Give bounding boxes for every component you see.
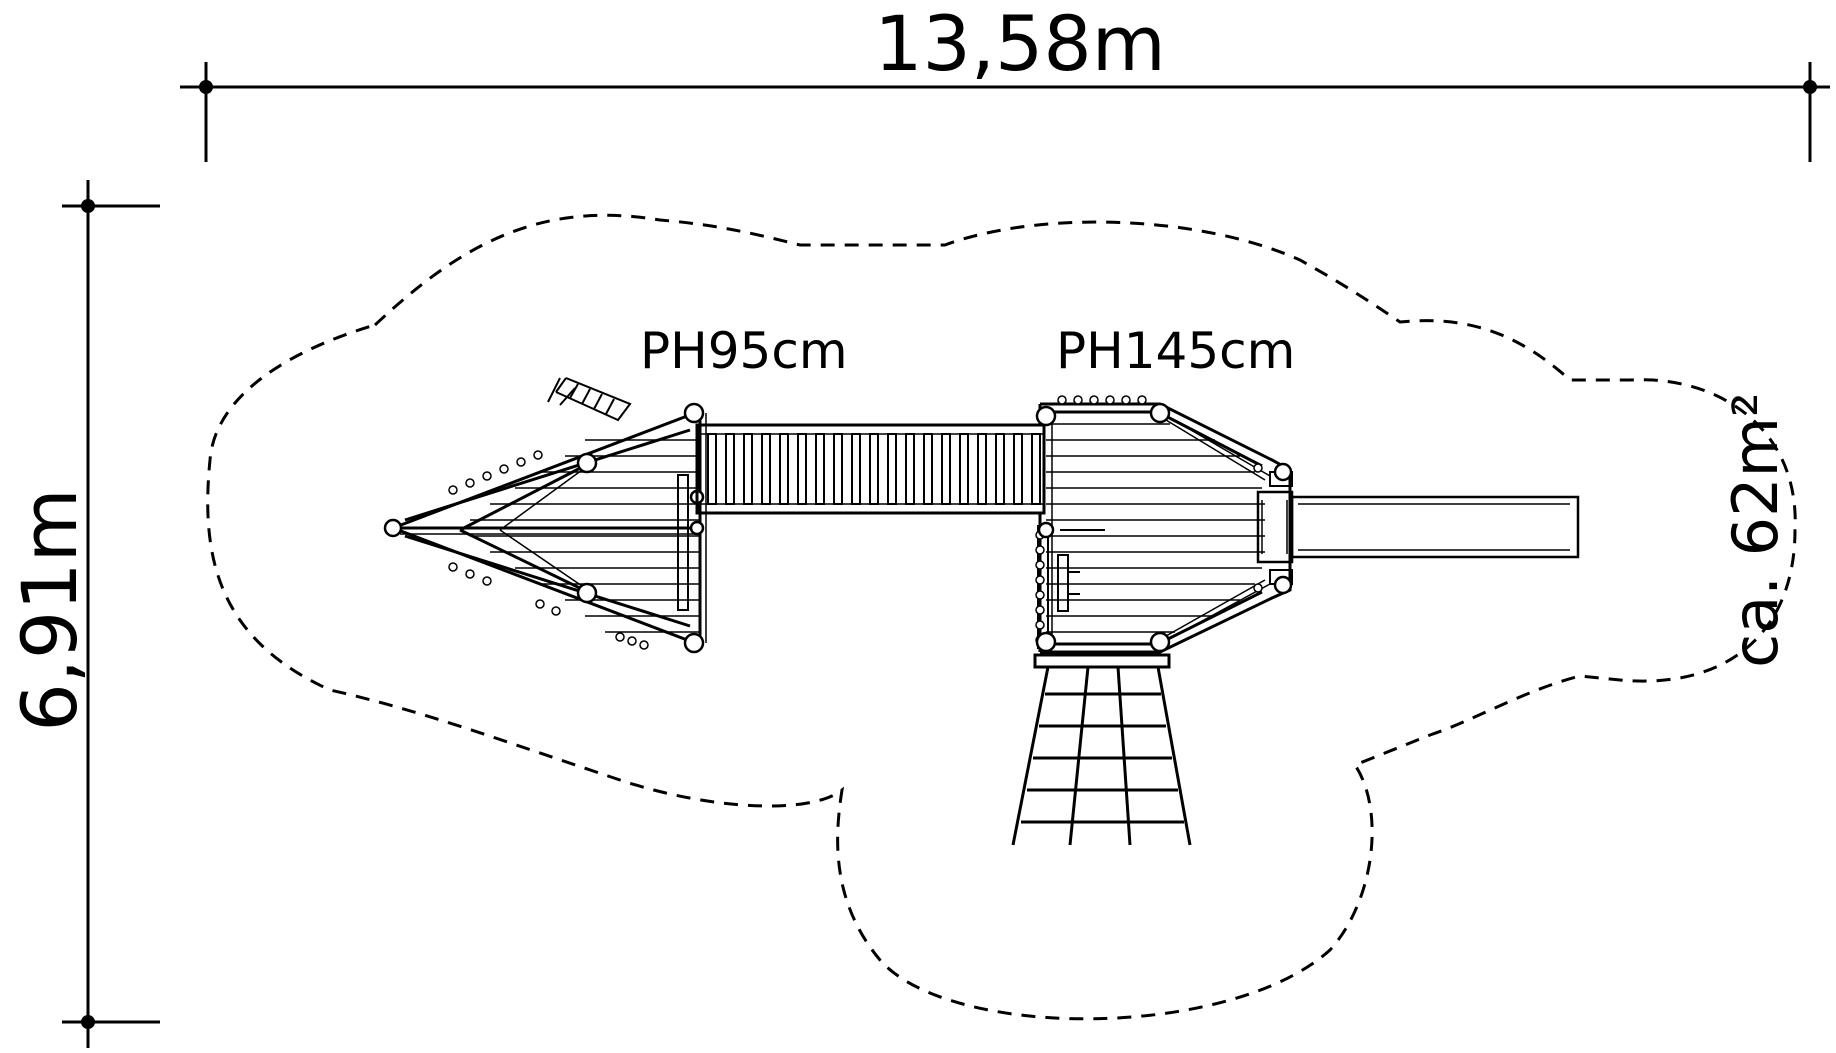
tower-platform [1035, 395, 1294, 654]
height-dimension-label: 6,91m [5, 488, 94, 732]
width-dimension-line [180, 62, 1830, 162]
area-label: ca. 62m² [1719, 392, 1792, 668]
width-dimension-label: 13,58m [874, 0, 1166, 88]
bridge [695, 423, 1046, 515]
platform-height-label-left: PH95cm [640, 322, 848, 380]
safety-zone-outline [206, 213, 1797, 1021]
height-dimension-line [62, 180, 160, 1048]
climbing-net [1011, 653, 1192, 846]
slide [1290, 495, 1580, 559]
ship-bow-platform [383, 377, 707, 654]
platform-height-label-right: PH145cm [1056, 322, 1296, 380]
